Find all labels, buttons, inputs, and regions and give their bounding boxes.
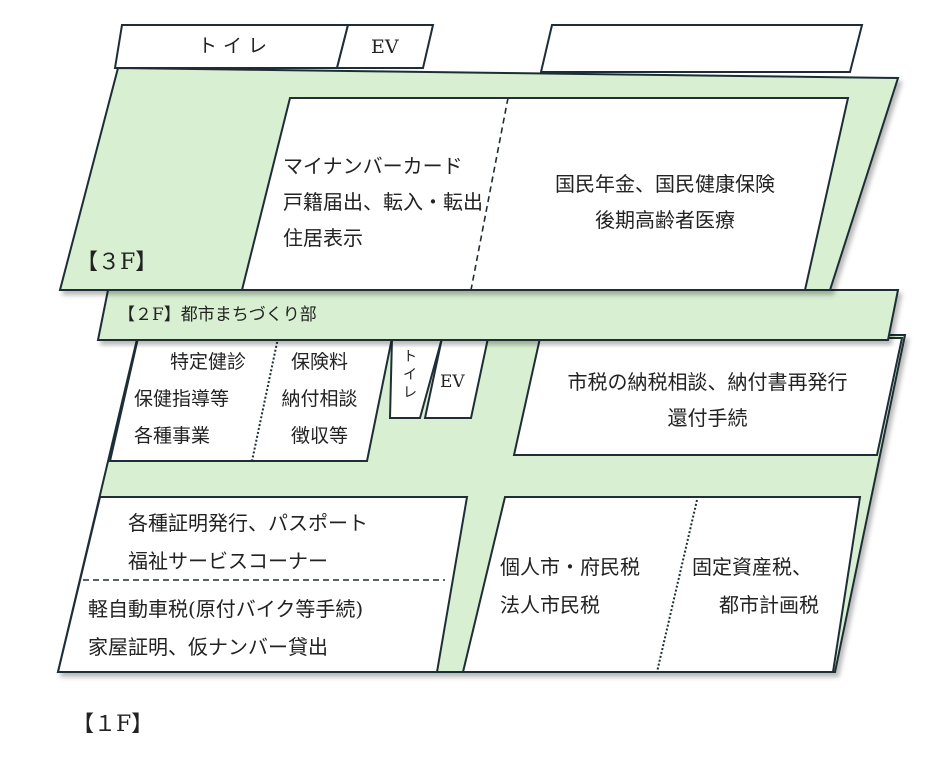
room-line: 納付相談 bbox=[281, 388, 358, 410]
floor1-insurance-payment: 保険料 納付相談 徴収等 bbox=[272, 344, 367, 455]
floor1-vehicle-tax: 軽自動車税(原付バイク等手続) 家屋証明、仮ナンバー貸出 bbox=[88, 590, 363, 666]
floor1-tax-consultation: 市税の納税相談、納付書再発行 還付手続 bbox=[545, 364, 870, 436]
room-line: マイナンバーカード bbox=[283, 154, 463, 178]
floor1-health-services: 特定健診 保健指導等 各種事業 bbox=[134, 344, 246, 455]
floor1-toilet-label: トイレ bbox=[403, 349, 417, 401]
room-line: 法人市民税 bbox=[500, 593, 600, 617]
floor1-label: 【１F】 bbox=[72, 712, 154, 737]
room-line: 福祉サービスコーナー bbox=[128, 549, 328, 573]
floor1-resident-tax: 個人市・府民税 法人市民税 bbox=[500, 548, 640, 624]
room-line: 個人市・府民税 bbox=[500, 555, 640, 579]
floor1-ev-label: EV bbox=[440, 372, 465, 392]
room-line: 市税の納税相談、納付書再発行 bbox=[567, 370, 848, 394]
floor2-label: 【２F】都市まちづくり部 bbox=[118, 305, 317, 325]
room-line: 保険料 bbox=[290, 351, 348, 373]
floor1-property-tax: 固定資産税、 都市計画税 bbox=[692, 548, 819, 624]
floor3-top-rooms bbox=[113, 24, 864, 73]
room-line: 戸籍届出、転入・転出 bbox=[283, 190, 483, 214]
floor3-toilet-label: トイレ bbox=[198, 35, 274, 57]
room-line: 徴収等 bbox=[290, 425, 348, 447]
floor3-label: 【３F】 bbox=[76, 250, 158, 275]
floor1-certificates-welfare: 各種証明発行、パスポート 福祉サービスコーナー bbox=[128, 504, 368, 580]
room-line: 後期高齢者医療 bbox=[595, 208, 735, 232]
room-line: 住居表示 bbox=[283, 226, 363, 250]
room-line: 家屋証明、仮ナンバー貸出 bbox=[88, 635, 328, 659]
room-line: 国民年金、国民健康保険 bbox=[555, 172, 775, 196]
room-line: 軽自動車税(原付バイク等手続) bbox=[88, 597, 364, 621]
room-line: 各種事業 bbox=[134, 425, 211, 447]
room-line: 還付手続 bbox=[667, 406, 748, 430]
room-line: 保健指導等 bbox=[134, 388, 230, 410]
floor3-ev-label: EV bbox=[371, 36, 399, 58]
room-line: 固定資産税、 bbox=[692, 555, 812, 579]
floor1-rooms bbox=[56, 337, 904, 673]
floor3-resident-services: マイナンバーカード 戸籍届出、転入・転出 住居表示 bbox=[283, 148, 483, 256]
floor3-pension-insurance: 国民年金、国民健康保険 後期高齢者医療 bbox=[540, 166, 790, 238]
floor3-main-room bbox=[240, 97, 850, 291]
room-line: 特定健診 bbox=[169, 351, 246, 373]
room-line: 都市計画税 bbox=[719, 593, 819, 617]
room-line: 各種証明発行、パスポート bbox=[128, 511, 368, 535]
